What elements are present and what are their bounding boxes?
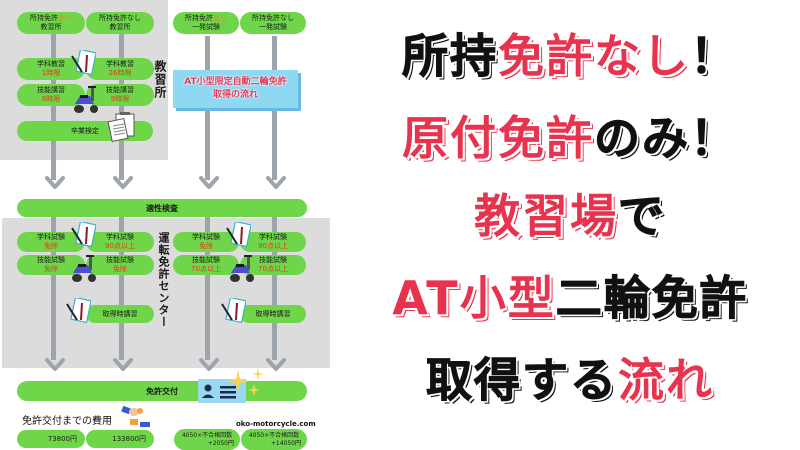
center-skills-3: 技能試験 70点以上 [173, 255, 239, 275]
center-academic-1: 学科試験 免除 [17, 232, 85, 252]
notebook-icon [226, 222, 251, 248]
cost-value-3: 4050×不合格回数 +2050円 [174, 429, 240, 450]
start-test-with-license: 所持免許あり 一発試験 [173, 12, 239, 34]
center-section-label: 運転免許センター [157, 232, 170, 328]
cost-title: 免許交付までの費用 [22, 416, 112, 427]
start-school-no-license: 所持免許なし 教習所 [86, 12, 154, 34]
center-lecture-2: 取得時講習 [240, 305, 306, 323]
notebook-icon [66, 298, 91, 324]
start-test-no-license: 所持免許なし 一発試験 [240, 12, 306, 34]
center-academic-4: 学科試験 90点以上 [240, 232, 306, 252]
scooter-icon [230, 255, 254, 282]
start-school-with-license: 所持免許あり 教習所 [17, 12, 85, 34]
money-hand-icon [121, 405, 150, 427]
headline-line-3: 教習場で [474, 189, 666, 244]
notebook-icon [221, 298, 246, 324]
school-academic-no-license: 学科教習 26時限 [86, 58, 154, 80]
school-section-label: 教習所 [153, 60, 167, 99]
notebook-icon [71, 222, 96, 248]
flow-line-7 [205, 215, 210, 360]
flow-line-5 [51, 215, 56, 360]
center-academic-2: 学科試験 90点以上 [86, 232, 154, 252]
center-skills-1: 技能試験 免除 [17, 255, 85, 275]
flow-line-8 [272, 215, 277, 360]
center-skills-4: 技能試験 70点以上 [240, 255, 306, 275]
document-icon [107, 112, 135, 143]
title-banner: AT小型限定自動二輪免許 取得の流れ [173, 70, 298, 108]
flow-line-4 [272, 36, 277, 180]
school-academic-with-license: 学科教習 1時限 [17, 58, 85, 80]
flow-line-6 [119, 215, 124, 360]
scooter-icon [74, 86, 98, 113]
site-url[interactable]: oko-motorcycle.com [236, 420, 316, 428]
headline-line-1: 所持免許なし！ [402, 29, 738, 84]
center-skills-2: 技能試験 免除 [86, 255, 154, 275]
center-academic-3: 学科試験 免除 [173, 232, 239, 252]
school-skills-with-license: 技能講習 8時限 [17, 84, 85, 106]
sparkle-icon [227, 368, 264, 396]
headline-line-2: 原付免許のみ！ [402, 111, 738, 166]
notebook-icon [71, 50, 96, 76]
cost-value-2: 133800円 [86, 430, 154, 448]
cost-value-1: 73800円 [17, 430, 85, 448]
headline-line-5: 取得する流れ [426, 353, 714, 408]
aptitude-test: 適性検査 [17, 199, 307, 217]
flow-line-3 [205, 36, 210, 180]
center-lecture-1: 取得時講習 [86, 305, 154, 323]
scooter-icon [72, 255, 96, 282]
headline-line-4: AT小型二輪免許 [392, 271, 748, 326]
cost-value-4: 4050×不合格回数 +14050円 [241, 429, 307, 450]
school-skills-no-license: 技能講習 9時限 [86, 84, 154, 106]
